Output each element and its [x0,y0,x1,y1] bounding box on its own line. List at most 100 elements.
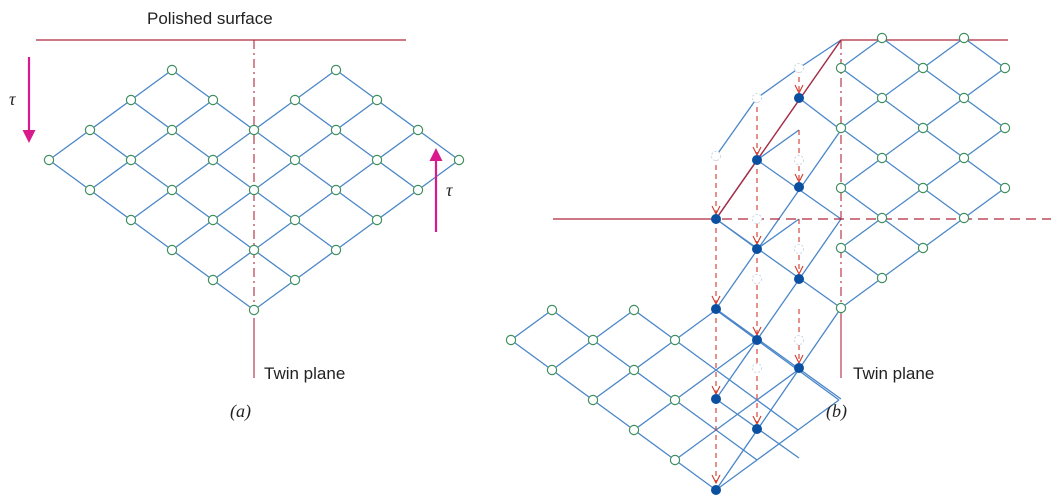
parent-bond [674,369,717,401]
shear-arrow-right-head [429,148,443,161]
parent-bond [756,399,799,431]
lattice-bond [335,99,378,131]
twin-bond [756,218,800,250]
parent-bond [592,339,635,371]
lattice-bond [171,69,214,101]
parent-bond [592,399,635,431]
lattice-atom [453,154,465,166]
lattice-atom [917,122,929,134]
lattice-atom [835,242,847,254]
twin-bond [840,127,883,159]
lattice-atom [289,214,301,226]
parent-bond [715,339,758,371]
displaced-atom [711,394,721,404]
parent-bond [551,309,594,341]
twin-bond [881,187,924,219]
lattice-bond [376,189,419,221]
lattice-atom [587,394,599,406]
twin-bond [798,97,842,131]
lattice-atom [958,32,970,44]
lattice-atom [958,92,970,104]
lattice-bond [48,159,91,191]
lattice-bond [212,219,255,251]
lattice-bond [130,129,173,161]
lattice-bond [335,159,378,191]
parent-bond [633,339,676,371]
twin-bond [840,37,883,69]
lattice-bond [212,99,255,131]
displaced-atom [794,363,804,373]
lattice-bond [253,99,296,131]
lattice-atom [628,424,640,436]
lattice-atom [669,334,681,346]
parent-bond [633,399,676,431]
caption-b: (b) [826,401,847,422]
twin-bond [922,217,965,249]
twin-bond [963,97,1006,129]
twin-bond [798,39,842,69]
lattice-bond [253,279,296,311]
parent-bond [633,429,676,461]
lattice-atom [917,62,929,74]
lattice-bond [294,159,337,191]
lattice-atom [84,124,96,136]
lattice-atom [248,244,260,256]
lattice-atom [835,122,847,134]
parent-bond [756,369,799,401]
original-atom-position [793,62,805,74]
caption-a: (a) [230,401,251,422]
lattice-atom [289,94,301,106]
twin-bond [715,308,758,341]
lattice-bond [171,99,214,131]
lattice-bond [89,159,132,191]
twin-bond [922,67,965,99]
lattice-atom [289,154,301,166]
lattice-atom [917,242,929,254]
lattice-atom [876,152,888,164]
displacement-arrow-head [752,146,762,157]
lattice-atom [876,92,888,104]
lattice-bond [89,189,132,221]
displaced-atom [794,182,804,192]
lattice-bond [294,249,337,281]
lattice-atom [330,184,342,196]
twin-plane-label-a: Twin plane [264,364,345,383]
original-atom-position [751,213,763,225]
lattice-bond [417,129,460,161]
lattice-atom [835,182,847,194]
displaced-atom [711,485,721,495]
displaced-atom [794,274,804,284]
lattice-atom [125,154,137,166]
twin-bond [840,67,883,99]
displaced-atom [711,214,721,224]
parent-bond [592,369,635,401]
parent-bond [715,459,758,491]
parent-bond [715,369,758,401]
twin-bond [881,217,924,249]
lattice-bond [335,189,378,221]
twin-bond [881,157,924,189]
lattice-bond [253,159,296,191]
twin-bond [963,187,1006,219]
twin-bond [922,97,965,129]
lattice-atom [546,364,558,376]
lattice-atom [207,154,219,166]
twin-bond [840,277,883,309]
lattice-atom [628,364,640,376]
lattice-atom [43,154,55,166]
twin-bond [840,187,883,219]
parent-bond [510,339,553,371]
lattice-atom [207,94,219,106]
original-atom-position [793,334,805,346]
lattice-atom [958,152,970,164]
lattice-atom [330,64,342,76]
lattice-atom [166,64,178,76]
polished-surface-label: Polished surface [147,9,273,28]
twin-bond [715,97,758,157]
parent-bond [592,309,635,341]
lattice-bond [171,159,214,191]
parent-bond [551,339,594,371]
lattice-atom [207,274,219,286]
original-atom-position [751,92,763,104]
